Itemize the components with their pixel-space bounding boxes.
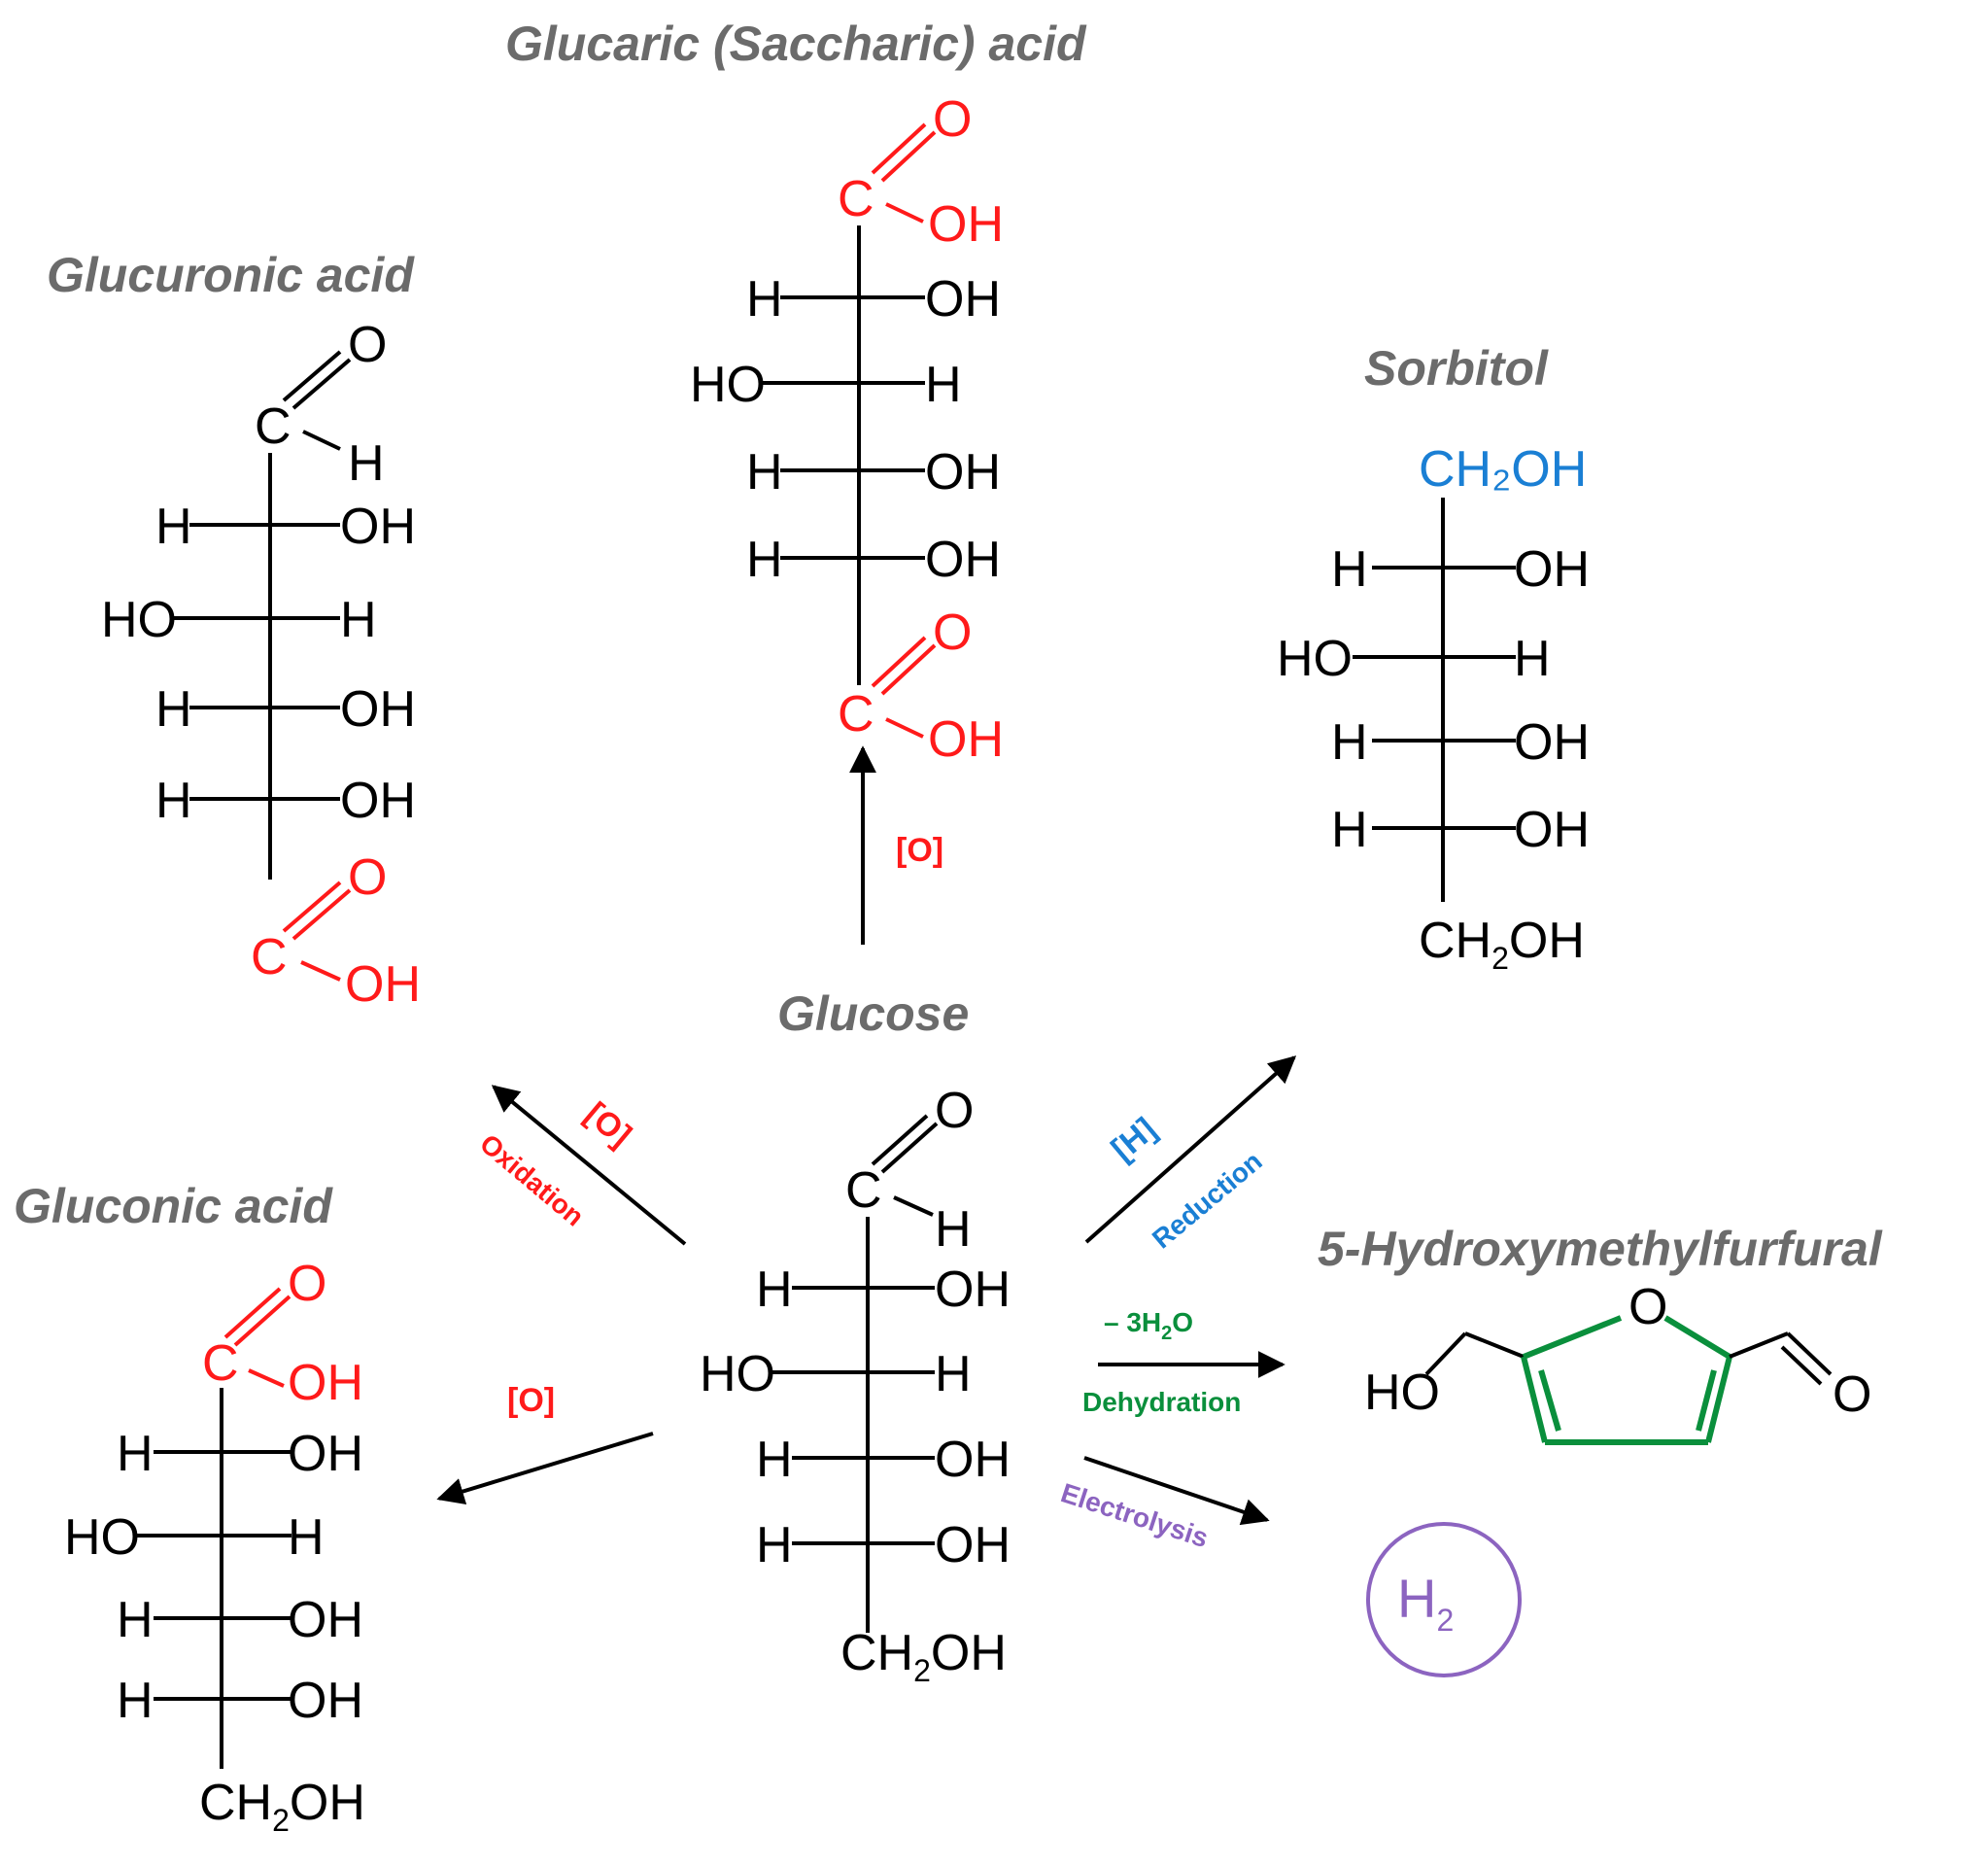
arrow-to-h2 <box>1083 1456 1270 1526</box>
glucuronic-row3-left: H <box>155 681 192 738</box>
hydrogen-label: H2 <box>1397 1568 1454 1638</box>
glucuronic-row3-right: OH <box>340 681 416 738</box>
sorbitol-row3-right: OH <box>1514 714 1590 771</box>
glucose-structure: Glucose O C H H OH HO H H OH H OH CH2OH <box>700 986 1011 1688</box>
glucaric-row1-left: H <box>746 271 783 328</box>
glucose-title: Glucose <box>777 986 969 1041</box>
sorbitol-row2-right: H <box>1514 631 1551 687</box>
sorbitol-row1-left: H <box>1331 541 1368 598</box>
hmf-aldehyde-O: O <box>1833 1366 1871 1423</box>
gluconic-acid-title: Gluconic acid <box>14 1179 333 1233</box>
glucuronic-row1-left: H <box>155 499 192 555</box>
sorbitol-row1-right: OH <box>1514 541 1590 598</box>
glucaric-top-OH: OH <box>928 196 1004 253</box>
glucuronic-row2-left: HO <box>101 592 177 648</box>
gluconic-bottom-CH2OH: CH2OH <box>199 1775 365 1838</box>
glucose-top-C: C <box>845 1162 882 1219</box>
label-electrolysis: Electrolysis <box>1057 1477 1212 1553</box>
glucaric-row1-right: OH <box>925 271 1001 328</box>
hydrogen-product: H2 <box>1366 1522 1522 1677</box>
gluconic-row2-left: HO <box>64 1509 140 1566</box>
glucuronic-acid-title: Glucuronic acid <box>47 248 415 302</box>
glucaric-row3-right: OH <box>925 444 1001 501</box>
arrow-to-sorbitol <box>1084 1055 1297 1244</box>
gluconic-top-OH: OH <box>288 1355 363 1411</box>
glucaric-top-carbonyl-O: O <box>933 91 972 148</box>
sorbitol-row4-left: H <box>1331 802 1368 858</box>
sorbitol-row4-right: OH <box>1514 802 1590 858</box>
glucose-row2-left: HO <box>700 1346 775 1402</box>
sorbitol-row2-left: HO <box>1277 631 1353 687</box>
glucuronic-row2-right: H <box>340 592 377 648</box>
glucaric-acid-title: Glucaric (Saccharic) acid <box>505 17 1087 71</box>
glucaric-row2-left: HO <box>690 357 766 413</box>
glucose-row1-right: OH <box>935 1261 1011 1318</box>
gluconic-top-O: O <box>288 1256 326 1312</box>
glucaric-row4-left: H <box>746 532 783 588</box>
glucuronic-row1-right: OH <box>340 499 416 555</box>
gluconic-row2-right: H <box>288 1509 325 1566</box>
glucose-top-H: H <box>935 1201 972 1258</box>
glucose-bottom-CH2OH: CH2OH <box>840 1625 1007 1688</box>
glucuronic-top-C: C <box>255 398 291 455</box>
sorbitol-row3-left: H <box>1331 714 1368 771</box>
gluconic-row1-right: OH <box>288 1426 363 1482</box>
arrow-to-glucuronic <box>491 1085 687 1246</box>
glucaric-bottom-OH: OH <box>928 711 1004 768</box>
reagent-to-sorbitol: [H] <box>1105 1111 1164 1168</box>
glucaric-acid-structure: Glucaric (Saccharic) acid O C OH H OH HO… <box>505 17 1087 768</box>
glucuronic-acid-structure: Glucuronic acid O C H H OH HO H H OH H O… <box>47 248 421 1013</box>
glucose-row3-right: OH <box>935 1432 1011 1488</box>
glucose-row2-right: H <box>935 1346 972 1402</box>
glucaric-bottom-carbonyl-O: O <box>933 605 972 661</box>
label-reduction: Reduction <box>1147 1146 1268 1255</box>
glucuronic-top-O: O <box>348 317 387 373</box>
glucuronic-top-H: H <box>348 435 385 492</box>
sorbitol-bottom-CH2OH: CH2OH <box>1419 913 1585 976</box>
glucose-top-O: O <box>935 1083 974 1139</box>
glucaric-bottom-carbon: C <box>838 686 874 743</box>
glucose-row1-left: H <box>756 1261 793 1318</box>
glucose-row3-left: H <box>756 1432 793 1488</box>
gluconic-row3-right: OH <box>288 1592 363 1648</box>
arrow-to-gluconic <box>436 1432 654 1505</box>
sorbitol-title: Sorbitol <box>1364 341 1549 396</box>
reagent-to-hmf: – 3H2O <box>1104 1307 1193 1344</box>
reagent-to-glucuronic: [O] <box>578 1095 638 1155</box>
gluconic-row4-right: OH <box>288 1673 363 1729</box>
glucose-row4-right: OH <box>935 1517 1011 1573</box>
label-dehydration: Dehydration <box>1082 1387 1241 1417</box>
gluconic-acid-structure: Gluconic acid O C OH H OH HO H H OH H OH… <box>14 1179 365 1838</box>
glucuronic-bottom-OH: OH <box>345 956 421 1013</box>
sorbitol-top-CH2OH: CH₂OH <box>1419 441 1587 498</box>
label-oxidation: Oxidation <box>474 1128 590 1232</box>
gluconic-row1-left: H <box>117 1426 154 1482</box>
glucuronic-bottom-O: O <box>348 849 387 906</box>
gluconic-row3-left: H <box>117 1592 154 1648</box>
glucaric-row2-right: H <box>925 357 962 413</box>
gluconic-row4-left: H <box>117 1673 154 1729</box>
glucaric-top-carbon: C <box>838 171 874 227</box>
glucose-row4-left: H <box>756 1517 793 1573</box>
hmf-title: 5-Hydroxymethylfurfural <box>1318 1222 1883 1276</box>
glucuronic-row4-left: H <box>155 773 192 829</box>
hydrogen-circle <box>1366 1522 1522 1677</box>
glucuronic-bottom-C: C <box>251 929 288 985</box>
gluconic-top-C: C <box>202 1335 239 1392</box>
glucaric-row4-right: OH <box>925 532 1001 588</box>
reagent-to-gluconic: [O] <box>507 1382 555 1419</box>
hmf-structure: 5-Hydroxymethylfurfural HO O O <box>1318 1222 1883 1445</box>
hmf-ring-O: O <box>1628 1279 1667 1335</box>
glucaric-row3-left: H <box>746 444 783 501</box>
reagent-to-glucaric: [O] <box>896 832 943 869</box>
glucuronic-row4-right: OH <box>340 773 416 829</box>
reaction-arrows <box>436 745 1297 1526</box>
sorbitol-structure: Sorbitol CH₂OH H OH HO H H OH H OH CH2OH <box>1277 341 1590 976</box>
